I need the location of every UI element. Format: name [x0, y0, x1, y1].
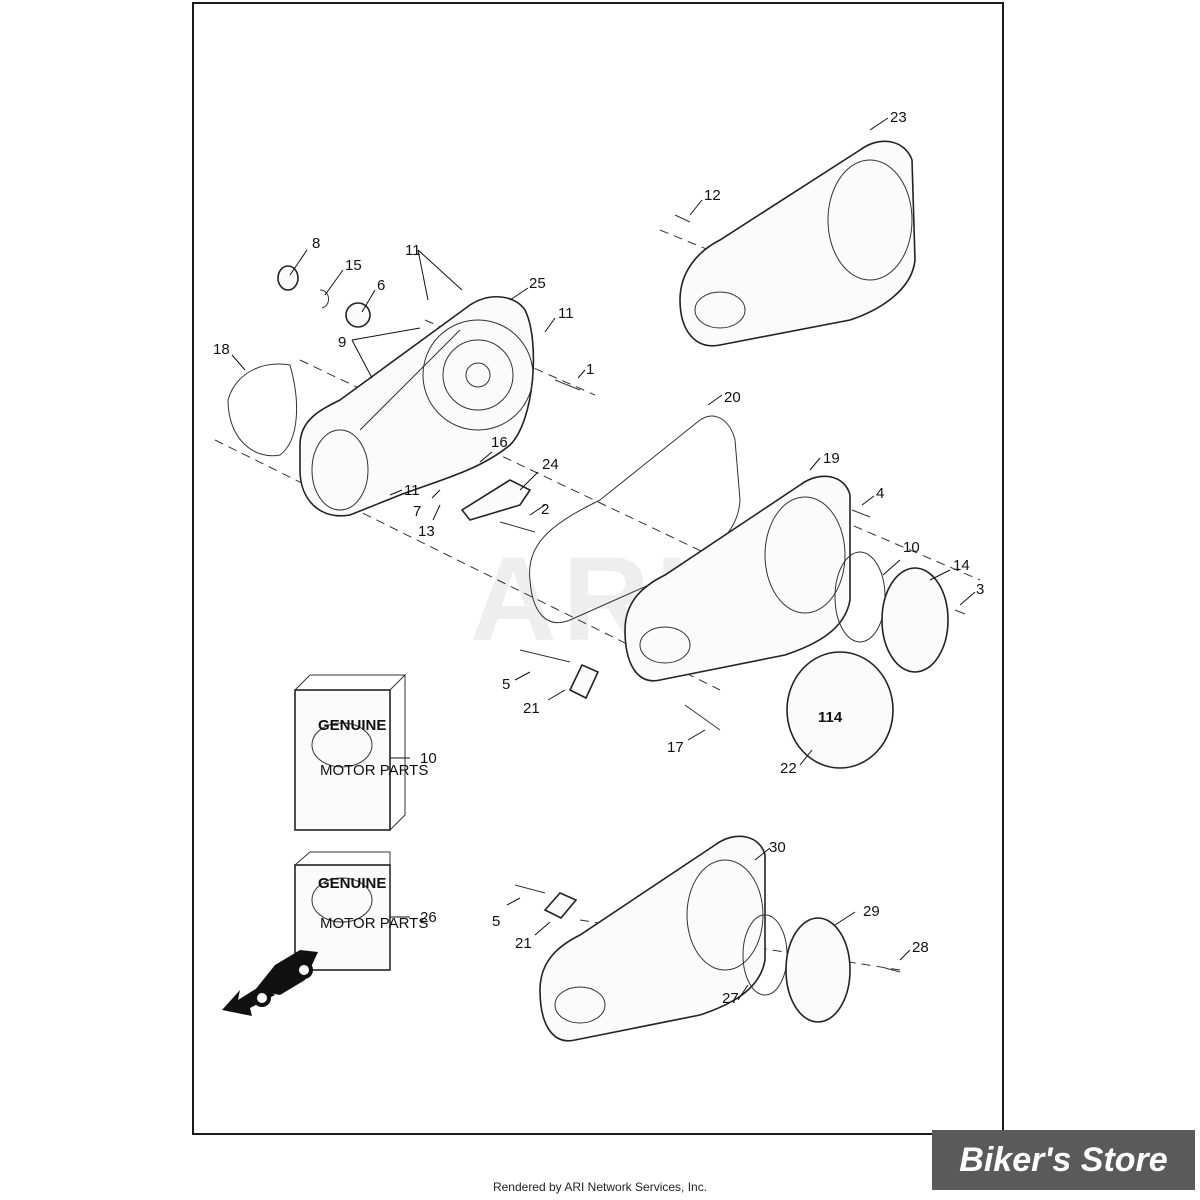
parts-box-10: GENUINE MOTOR PARTS	[294, 673, 428, 831]
derby-cover-22	[786, 651, 894, 769]
callout-25: 25	[529, 275, 546, 292]
callout-13: 13	[418, 523, 435, 540]
callout-17: 17	[667, 739, 684, 756]
callout-24: 24	[542, 456, 559, 473]
callout-18: 18	[213, 341, 230, 358]
callout-4: 4	[876, 485, 884, 502]
callout-11-top: 11	[405, 242, 421, 259]
callout-16: 16	[491, 434, 508, 451]
callout-20: 20	[724, 389, 741, 406]
store-name: Biker's Store	[959, 1141, 1168, 1179]
store-badge: Biker's Store	[932, 1130, 1195, 1190]
callout-29: 29	[863, 903, 880, 920]
callout-10-box: 10	[420, 750, 437, 767]
callout-22: 22	[780, 760, 797, 777]
callout-9: 9	[338, 334, 346, 351]
callout-14: 14	[953, 557, 970, 574]
callout-11-right: 11	[558, 305, 574, 322]
outer-cover-30	[539, 835, 766, 1042]
callout-11-bottom: 11	[404, 482, 420, 499]
callout-19: 19	[823, 450, 840, 467]
callout-2: 2	[541, 501, 549, 518]
badge-114: 114	[818, 709, 843, 726]
gasket-18	[227, 363, 297, 457]
outer-cover-23	[679, 140, 916, 347]
derby-cover-29	[785, 917, 851, 1023]
callout-7: 7	[413, 503, 421, 520]
callout-10-ring: 10	[903, 539, 920, 556]
callout-27: 27	[722, 990, 739, 1007]
direction-icon	[222, 950, 318, 1016]
callout-5: 5	[502, 676, 510, 693]
box-10-line1: GENUINE	[318, 717, 386, 734]
callouts: 1 2 3 4 5 6 7 8 9 10 11 11 11 11 12 13 1…	[213, 109, 984, 1007]
derby-cover-14	[881, 567, 949, 673]
box-26-line2: MOTOR PARTS	[320, 915, 428, 932]
callout-1: 1	[586, 361, 594, 378]
footer-text: Rendered by ARI Network Services, Inc.	[492, 1180, 708, 1194]
leader-lines	[231, 117, 976, 1001]
inner-primary-housing	[299, 295, 535, 517]
box-10-line2: MOTOR PARTS	[320, 762, 428, 779]
callout-23: 23	[890, 109, 907, 126]
callout-28: 28	[912, 939, 929, 956]
callout-15: 15	[345, 257, 362, 274]
outer-cover-19	[624, 475, 851, 682]
callout-21-lower: 21	[515, 935, 532, 952]
callout-3: 3	[976, 581, 984, 598]
callout-26: 26	[420, 909, 437, 926]
callout-8: 8	[312, 235, 320, 252]
callout-21: 21	[523, 700, 540, 717]
callout-30: 30	[769, 839, 786, 856]
callout-5-lower: 5	[492, 913, 500, 930]
box-26-line1: GENUINE	[318, 875, 386, 892]
callout-12: 12	[704, 187, 721, 204]
gasket-20	[529, 415, 741, 623]
callout-6: 6	[377, 277, 385, 294]
